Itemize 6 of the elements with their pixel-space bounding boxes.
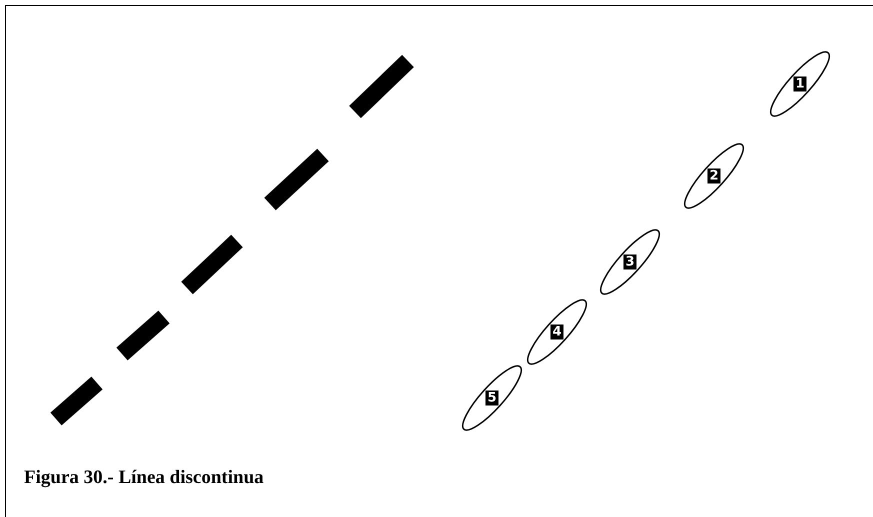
callout-number: 4 (550, 324, 564, 340)
callout-number: 1 (793, 76, 807, 92)
callout-number: 5 (485, 390, 499, 406)
callout-number: 3 (623, 254, 637, 270)
figure-caption: Figura 30.- Línea discontinua (24, 467, 264, 489)
callout-number: 2 (707, 168, 721, 184)
